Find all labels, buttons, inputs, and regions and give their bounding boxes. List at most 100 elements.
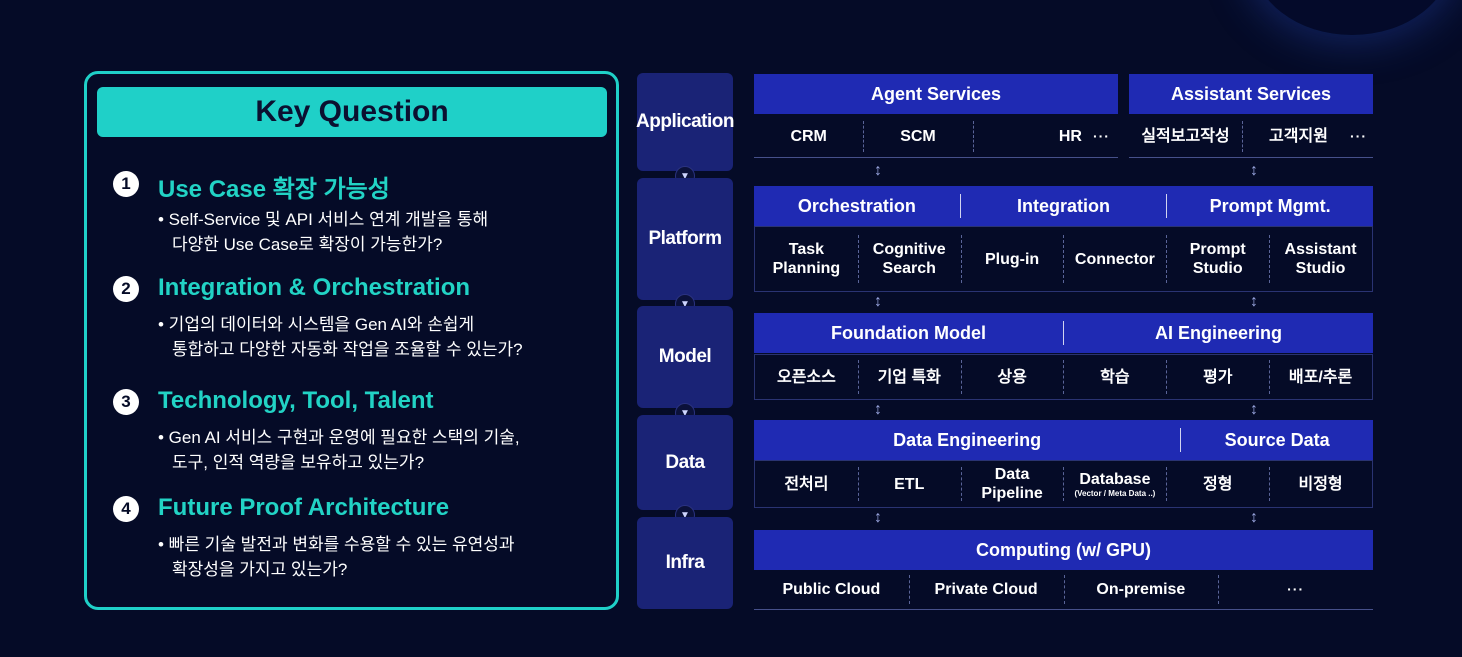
up-down-arrow-icon: ↕ — [1250, 293, 1258, 310]
question-line: • 빠른 기술 발전과 변화를 수용할 수 있는 유연성과 — [158, 535, 515, 554]
item-customer-support: 고객지원 ··· — [1242, 116, 1373, 157]
question-line: • Self-Service 및 API 서비스 연계 개발을 통해 — [158, 210, 489, 229]
item-report: 실적보고작성 — [1141, 128, 1230, 145]
line: Cognitive — [872, 241, 946, 258]
item-etl: ETL — [857, 461, 961, 507]
layer-infra: Infra — [637, 517, 733, 609]
question-number: 1 — [113, 171, 139, 197]
up-down-arrow-icon: ↕ — [874, 509, 882, 526]
layer-data: Data — [637, 415, 733, 510]
question-number: 2 — [113, 276, 139, 302]
item-crm: CRM — [790, 128, 827, 145]
up-down-arrow-icon: ↕ — [1250, 509, 1258, 526]
ellipsis: ··· — [1218, 570, 1373, 609]
up-down-arrow-icon: ↕ — [874, 401, 882, 418]
item-database: Database (Vector / Meta Data ..) — [1063, 461, 1166, 507]
line: Pipeline — [981, 485, 1043, 502]
agent-services-row: CRM SCM HR ··· — [754, 116, 1118, 158]
item-on-premise: On-premise — [1063, 570, 1219, 609]
item-training: 학습 — [1063, 355, 1166, 399]
question-number: 4 — [113, 496, 139, 522]
agent-services-header: Agent Services — [754, 74, 1118, 114]
question-line: 도구, 인적 역량을 보유하고 있는가? — [172, 453, 425, 472]
layer-model: Model — [637, 306, 733, 408]
item-private-cloud: Private Cloud — [908, 570, 1064, 609]
item-public-cloud: Public Cloud — [782, 581, 881, 598]
question-line: • 기업의 데이터와 시스템을 Gen AI와 손쉽게 — [158, 315, 475, 334]
infra-row: Public Cloud Private Cloud On-premise ··… — [754, 570, 1373, 610]
model-header: Foundation Model AI Engineering — [754, 313, 1373, 353]
divider — [959, 194, 961, 218]
item-plug-in: Plug-in — [960, 227, 1064, 291]
item-commercial: 상용 — [960, 355, 1064, 399]
item-customer-support-label: 고객지원 — [1269, 128, 1328, 145]
question-line: 통합하고 다양한 자동화 작업을 조율할 수 있는가? — [172, 340, 523, 359]
up-down-arrow-icon: ↕ — [874, 293, 882, 310]
header-label: Agent Services — [870, 83, 1002, 104]
divider — [1180, 428, 1182, 452]
line: Studio — [1192, 260, 1243, 277]
up-down-arrow-icon: ↕ — [874, 162, 882, 179]
infra-header: Computing (w/ GPU) — [754, 530, 1373, 570]
question-body: • Self-Service 및 API 서비스 연계 개발을 통해 다양한 U… — [158, 207, 618, 257]
up-down-arrow-icon: ↕ — [1250, 401, 1258, 418]
line: Search — [882, 260, 936, 277]
item-scm: SCM — [863, 116, 972, 157]
up-down-arrow-icon: ↕ — [1250, 162, 1258, 179]
line: Database — [1079, 471, 1151, 488]
header-source-data: Source Data — [1224, 429, 1330, 450]
question-line: • Gen AI 서비스 구현과 운영에 필요한 스택의 기술, — [158, 428, 520, 447]
line: Assistant — [1284, 241, 1357, 258]
assistant-services-header: Assistant Services — [1129, 74, 1373, 114]
platform-header: Orchestration Integration Prompt Mgmt. — [754, 186, 1373, 226]
line: Studio — [1295, 260, 1346, 277]
divider — [1166, 194, 1168, 218]
item-hr: HR ··· — [972, 116, 1118, 157]
layer-application: Application — [636, 73, 734, 171]
header-ai-engineering: AI Engineering — [1154, 322, 1282, 343]
header-computing: Computing (w/ GPU) — [976, 539, 1151, 560]
question-body: • 빠른 기술 발전과 변화를 수용할 수 있는 유연성과 확장성을 가지고 있… — [158, 532, 618, 582]
item-enterprise-specific: 기업 특화 — [857, 355, 961, 399]
header-orchestration: Orchestration — [797, 195, 916, 216]
question-number: 3 — [113, 389, 139, 415]
key-question-title: Key Question — [97, 87, 607, 137]
header-data-engineering: Data Engineering — [893, 429, 1042, 450]
line: Data — [994, 466, 1030, 483]
item-evaluation: 평가 — [1166, 355, 1269, 399]
item-deploy-inference: 배포/추론 — [1269, 355, 1372, 399]
key-question-panel: Key Question 1 Use Case 확장 가능성 • Self-Se… — [84, 71, 619, 610]
question-line: 확장성을 가지고 있는가? — [172, 560, 348, 579]
question-body: • Gen AI 서비스 구현과 운영에 필요한 스택의 기술, 도구, 인적 … — [158, 425, 618, 475]
header-foundation-model: Foundation Model — [831, 322, 986, 343]
sub-label: (Vector / Meta Data ..) — [1074, 489, 1156, 498]
question-heading: Integration & Orchestration — [158, 274, 471, 301]
item-unstructured: 비정형 — [1269, 461, 1372, 507]
ellipsis: ··· — [1350, 128, 1367, 144]
item-preprocessing: 전처리 — [784, 475, 829, 493]
model-row: 오픈소스 기업 특화 상용 학습 평가 배포/추론 — [754, 354, 1373, 400]
assistant-services-row: 실적보고작성 고객지원 ··· — [1129, 116, 1373, 158]
divider — [1063, 321, 1064, 345]
decorative-glow — [1252, 0, 1452, 35]
layer-platform: Platform — [637, 178, 733, 300]
data-header: Data Engineering Source Data — [754, 420, 1373, 460]
item-structured: 정형 — [1166, 461, 1269, 507]
line: Prompt — [1189, 241, 1246, 258]
question-body: • 기업의 데이터와 시스템을 Gen AI와 손쉽게 통합하고 다양한 자동화… — [158, 312, 618, 362]
header-prompt-mgmt: Prompt Mgmt. — [1209, 195, 1331, 216]
header-label: Assistant Services — [1170, 83, 1332, 104]
header-integration: Integration — [1017, 195, 1110, 216]
question-heading: Technology, Tool, Talent — [158, 387, 434, 414]
line: Planning — [772, 260, 841, 277]
question-heading: Use Case 확장 가능성 — [158, 176, 390, 203]
question-line: 다양한 Use Case로 확장이 가능한가? — [172, 235, 443, 254]
item-open-source: 오픈소스 — [776, 368, 836, 386]
